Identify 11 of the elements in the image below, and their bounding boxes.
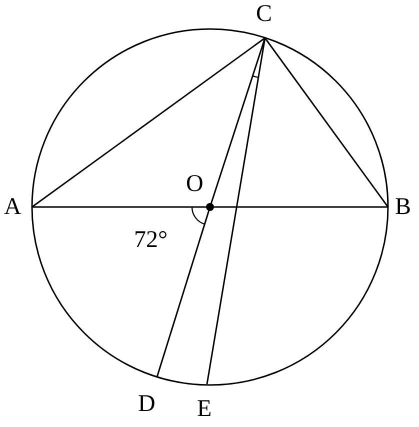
point-label: C xyxy=(256,2,272,26)
line-segment xyxy=(206,38,266,384)
angle-label: 72° xyxy=(134,228,168,252)
point-label: D xyxy=(138,392,156,416)
line-segment xyxy=(264,38,389,208)
line-segment xyxy=(32,37,266,208)
point xyxy=(184,172,216,212)
point-label: B xyxy=(395,195,412,219)
point-label: A xyxy=(4,195,22,219)
point-label: E xyxy=(197,397,212,421)
point-label: O xyxy=(186,172,204,196)
